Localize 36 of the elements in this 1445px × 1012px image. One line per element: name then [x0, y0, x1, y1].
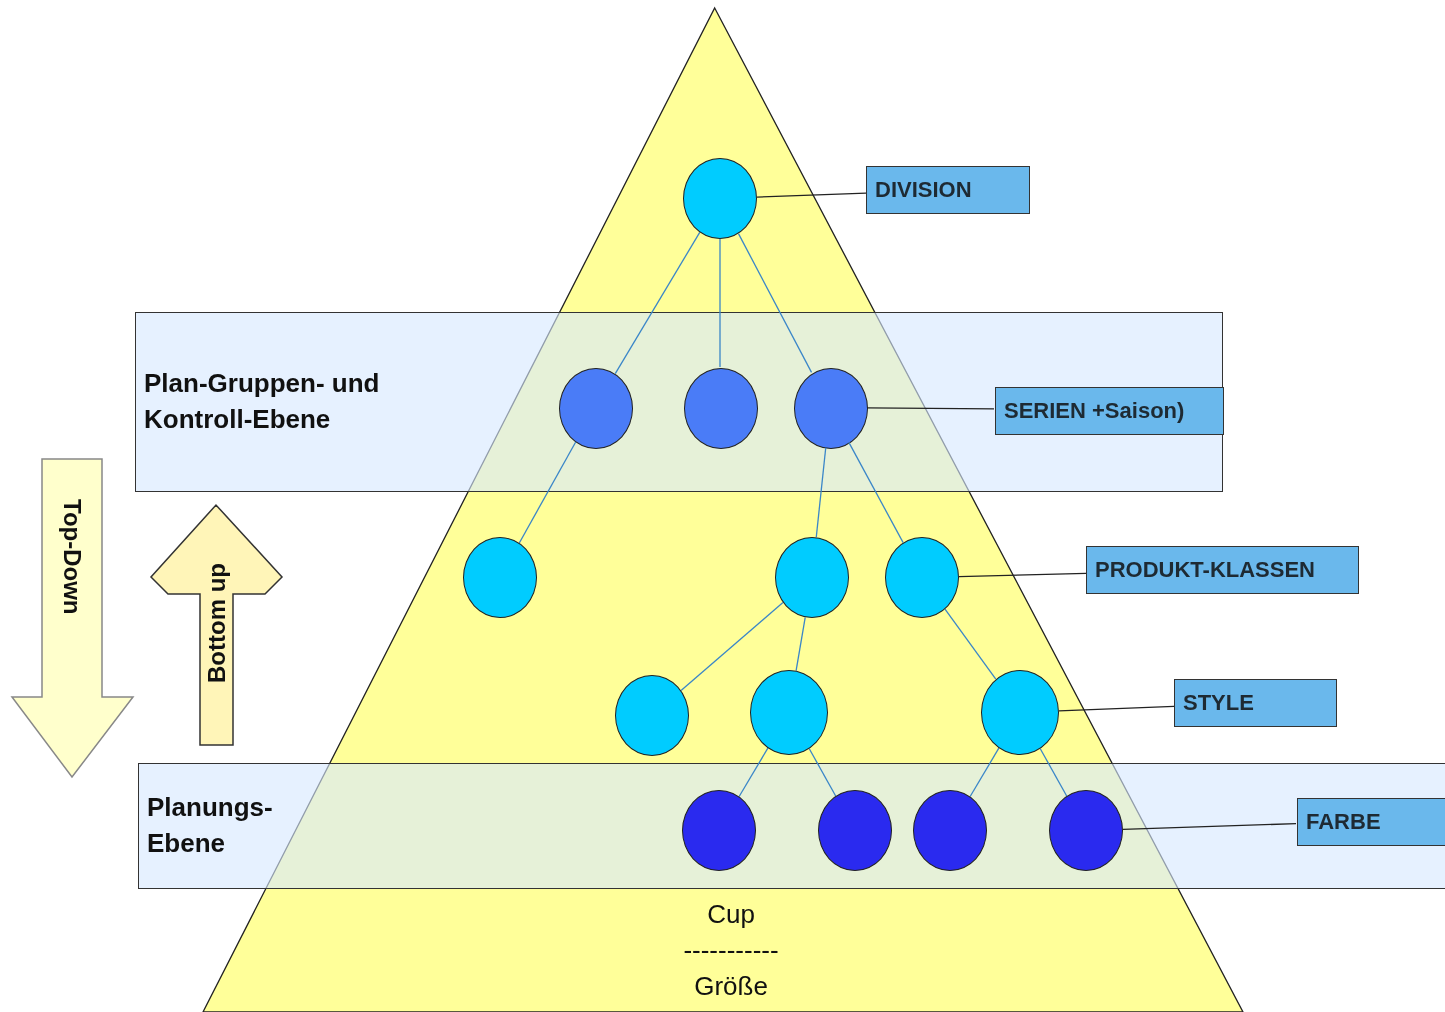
connector-line — [737, 232, 813, 374]
arrow-label: Top-Down — [58, 499, 86, 615]
leader-line — [866, 407, 995, 410]
level-label-box — [1174, 679, 1337, 727]
connector-line — [808, 748, 837, 797]
level-label: SERIEN +Saison) — [1004, 398, 1185, 424]
leader-line — [1058, 705, 1175, 712]
pyramid-label: Cup ----------- Größe — [682, 898, 780, 1003]
level-label-box — [995, 387, 1224, 435]
band-label: Planungs- Ebene — [147, 791, 274, 860]
connector-line — [848, 441, 904, 544]
block-arrow — [12, 459, 133, 777]
arrow-label: Bottom up — [203, 563, 231, 683]
level-label: PRODUKT-KLASSEN — [1095, 557, 1315, 583]
connector-line — [795, 616, 806, 672]
level-label-box — [1086, 546, 1359, 594]
connector-line — [815, 447, 827, 538]
connector-line — [680, 601, 784, 692]
leader-line — [1122, 823, 1297, 830]
level-label-box — [1297, 798, 1445, 846]
connector-line — [518, 441, 577, 544]
level-label: FARBE — [1306, 809, 1381, 835]
level-label-box — [866, 166, 1030, 214]
connector-line — [944, 608, 997, 680]
connector-line — [969, 747, 1000, 798]
level-band — [135, 312, 1223, 492]
level-label: DIVISION — [875, 177, 972, 203]
leader-line — [756, 192, 867, 198]
band-label: Plan-Gruppen- und Kontroll-Ebene — [144, 367, 381, 436]
connector-line — [738, 747, 769, 798]
connector-line — [1039, 748, 1068, 797]
connector-line — [614, 231, 701, 375]
block-arrow — [151, 505, 282, 746]
connector-line — [719, 238, 721, 368]
level-label: STYLE — [1183, 690, 1254, 716]
leader-line — [958, 572, 1087, 578]
